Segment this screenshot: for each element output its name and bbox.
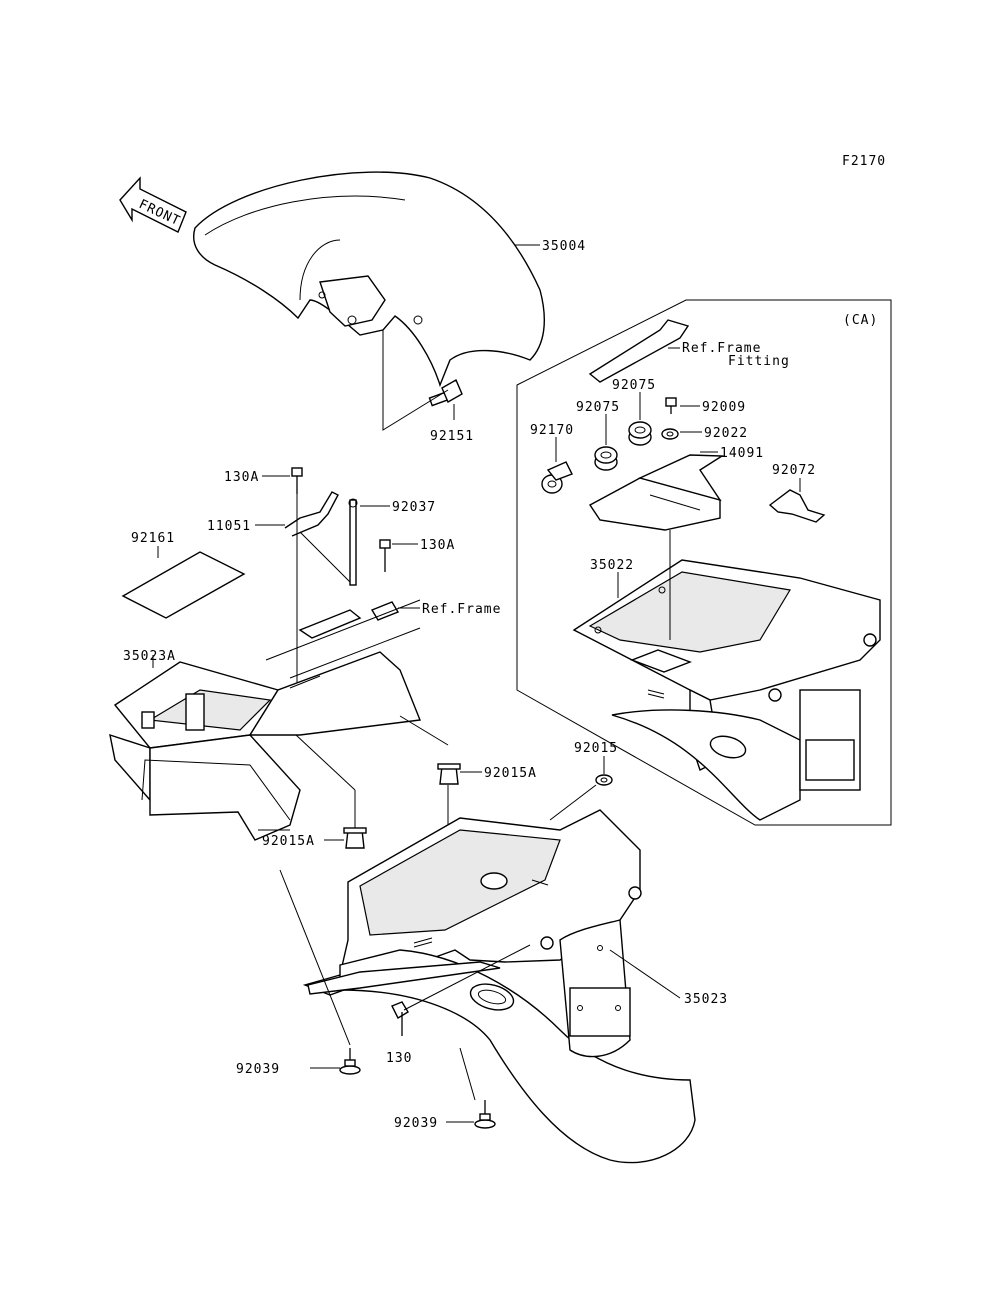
label-92015A-left: 92015A <box>262 834 315 849</box>
label-92039-left: 92039 <box>236 1062 280 1077</box>
ca-label-92075-b: 92075 <box>576 400 620 415</box>
bolt-130A-mid <box>379 539 391 572</box>
label-11051: 11051 <box>207 519 251 534</box>
grommet-92015A-right <box>437 763 461 785</box>
bolt-130A-top <box>291 467 303 494</box>
bolt-92151 <box>428 379 463 407</box>
grommet-92075-b <box>594 446 618 471</box>
ca-label: (CA) <box>843 313 878 328</box>
label-35023A: 35023A <box>123 649 176 664</box>
label-92161: 92161 <box>131 531 175 546</box>
bracket-11051 <box>284 491 339 537</box>
ca-label-92022: 92022 <box>704 426 748 441</box>
ca-inset-panel: (CA) Ref.Frame Fitting 92075 92075 92009 <box>516 299 892 826</box>
rivet-92039-left <box>339 1048 361 1075</box>
figure-code: F2170 <box>842 154 886 169</box>
ca-label-92075-a: 92075 <box>612 378 656 393</box>
label-130: 130 <box>386 1051 412 1066</box>
screw-92009 <box>665 397 677 414</box>
label-35023: 35023 <box>684 992 728 1007</box>
label-92151: 92151 <box>430 429 474 444</box>
label-92015A-right: 92015A <box>484 766 537 781</box>
ca-label-14091: 14091 <box>720 446 764 461</box>
washer-92022 <box>661 428 679 440</box>
clamp-92170 <box>541 461 573 494</box>
grommet-92015A-left <box>343 827 367 849</box>
pad-92161 <box>121 551 246 619</box>
ca-label-92072: 92072 <box>772 463 816 478</box>
battery-case-35023A <box>109 651 421 841</box>
rivet-92039-bottom <box>474 1100 496 1129</box>
front-fender-35004 <box>193 171 545 388</box>
bolt-130 <box>391 1001 409 1036</box>
bracket-92072 <box>768 489 826 523</box>
cover-14091 <box>588 454 725 531</box>
label-35004: 35004 <box>542 239 586 254</box>
rear-fender-35023 <box>302 809 696 1164</box>
ca-label-92009: 92009 <box>702 400 746 415</box>
battery-case-35022 <box>572 559 881 821</box>
label-92037: 92037 <box>392 500 436 515</box>
ca-label-ref-frame: Ref.Frame <box>682 341 761 356</box>
label-92015: 92015 <box>574 741 618 756</box>
label-130A-mid: 130A <box>420 538 455 553</box>
grommet-92075-a <box>628 421 652 446</box>
ref-frame-bracket <box>298 601 400 639</box>
label-130A-top: 130A <box>224 470 259 485</box>
washer-92015 <box>595 774 613 786</box>
label-ref-frame: Ref.Frame <box>422 602 501 617</box>
ca-label-92170: 92170 <box>530 423 574 438</box>
front-arrow-icon: FRONT <box>119 176 187 233</box>
ca-label-fitting: Fitting <box>728 354 790 369</box>
ca-label-35022: 35022 <box>590 558 634 573</box>
label-92039-bottom: 92039 <box>394 1116 438 1131</box>
strap-92037 <box>348 498 358 586</box>
